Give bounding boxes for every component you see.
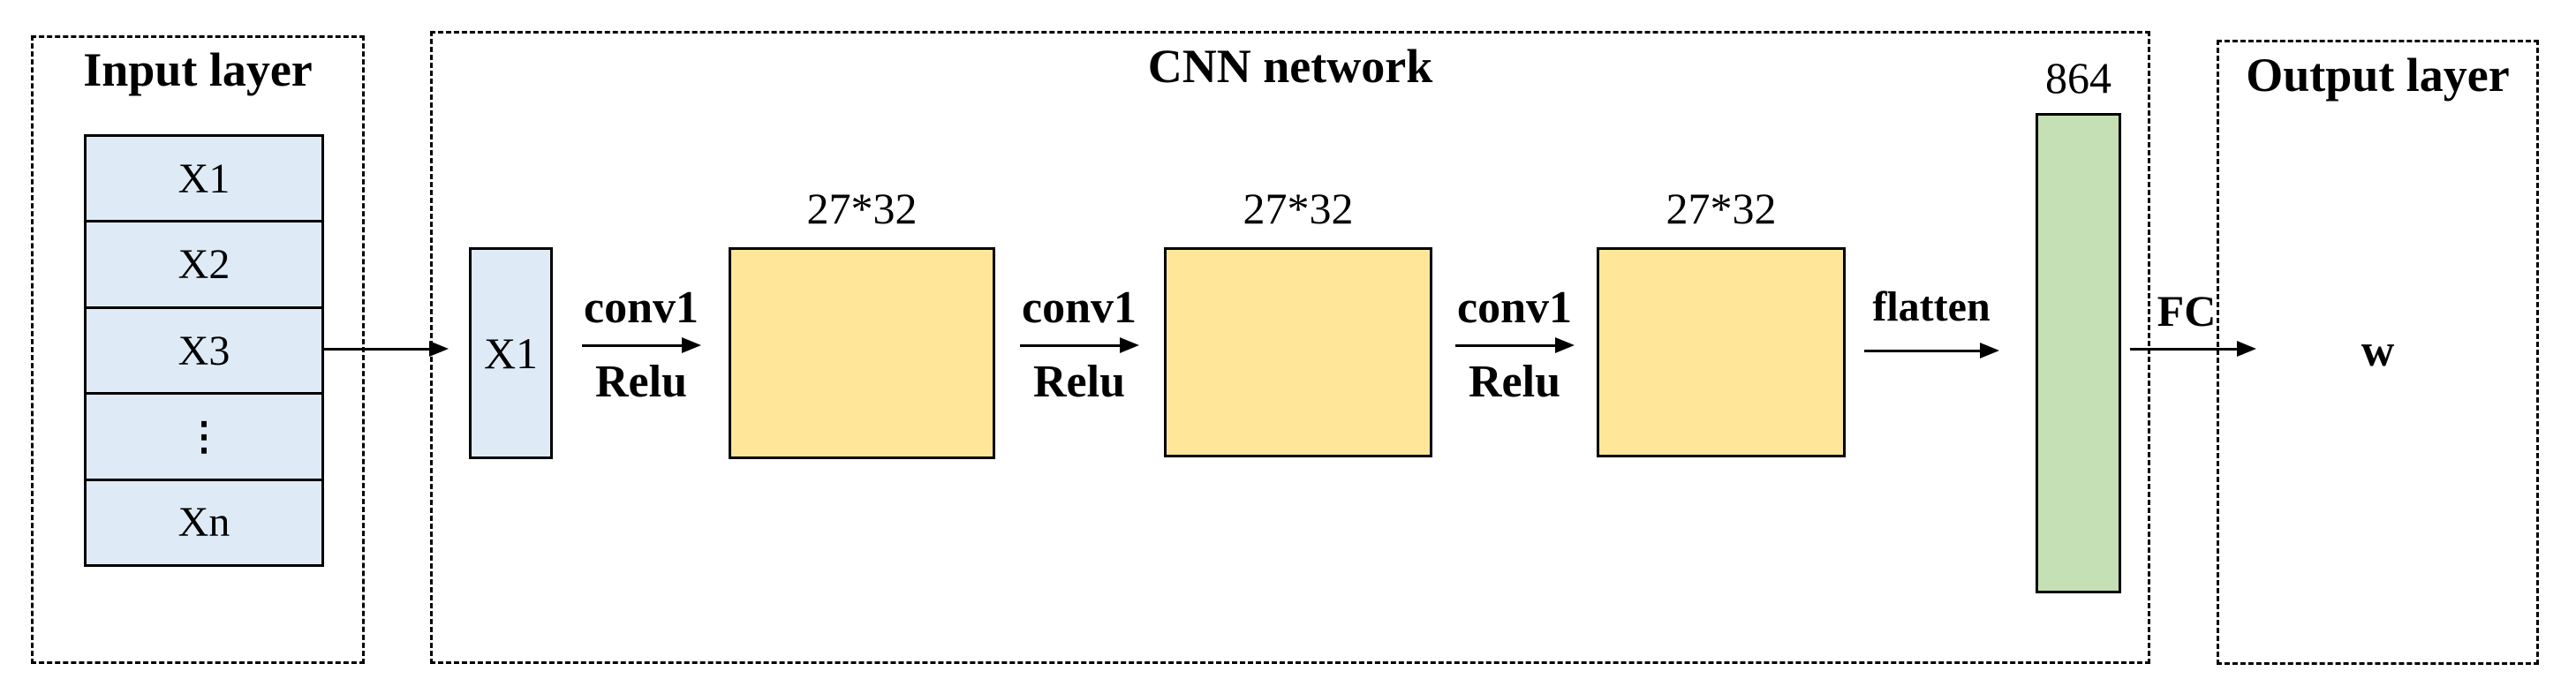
arrow-shaft: [1019, 343, 1120, 347]
arrow-shaft: [324, 347, 429, 351]
arrow-shaft: [1863, 349, 1980, 352]
arrow-head-icon: [429, 341, 449, 357]
input-cell-xn: Xn: [178, 499, 230, 547]
conv-step-3: conv1 Relu: [1444, 284, 1585, 406]
feature-map-2-block: [1164, 247, 1432, 457]
conv1-arrow: [1454, 337, 1575, 353]
input-cell-ellipsis: ⋮: [87, 395, 321, 481]
flat-vector-size-label: 864: [2045, 53, 2111, 102]
input-layer-title: Input layer: [83, 43, 313, 96]
feature-map-1-size-label: 27*32: [806, 184, 918, 233]
conv1-arrow: [1019, 337, 1139, 353]
flatten-arrow: [1863, 343, 1999, 358]
flatten-step: flatten: [1856, 284, 2006, 358]
conv1-op-label: conv1: [1022, 283, 1137, 333]
feature-map-1-block: [729, 247, 995, 459]
arrow-head-icon: [1554, 337, 1575, 353]
fc-arrow: [2130, 341, 2256, 357]
arrow-shaft: [2130, 347, 2237, 351]
arrow-head-icon: [681, 337, 701, 353]
arrow-head-icon: [2237, 341, 2256, 357]
relu-label: Relu: [1033, 357, 1125, 407]
fc-label: FC: [2157, 286, 2217, 336]
cnn-network-title: CNN network: [1147, 40, 1433, 93]
input-feature-block: X1: [469, 247, 553, 459]
conv-step-2: conv1 Relu: [1008, 284, 1150, 406]
arrow-shaft: [1454, 343, 1555, 347]
input-cell-x2: X2: [87, 223, 321, 309]
relu-label: Relu: [595, 357, 687, 407]
flatten-label: flatten: [1872, 283, 1991, 330]
relu-label: Relu: [1469, 357, 1560, 407]
feature-map-3-block: [1597, 247, 1846, 457]
output-value-label: w: [2361, 326, 2395, 376]
arrow-head-icon: [1119, 337, 1139, 353]
input-feature-label: X1: [483, 328, 539, 378]
feature-map-3-size-label: 27*32: [1666, 184, 1777, 233]
output-layer-title: Output layer: [2246, 49, 2510, 102]
input-vector-table: X1 X2 X3 ⋮ Xn: [84, 134, 324, 567]
input-cell-x3: X3: [87, 309, 321, 396]
output-layer-box: [2217, 40, 2539, 665]
flat-vector-block: [2036, 113, 2121, 593]
arrow-shaft: [581, 343, 682, 347]
input-to-cnn-arrow: [324, 341, 449, 357]
feature-map-2-size-label: 27*32: [1243, 184, 1354, 233]
input-cell-x1: X1: [87, 137, 321, 223]
arrow-head-icon: [1979, 343, 1999, 358]
conv1-op-label: conv1: [1457, 283, 1572, 333]
conv1-arrow: [581, 337, 701, 353]
conv1-op-label: conv1: [584, 283, 699, 333]
conv-step-1: conv1 Relu: [570, 284, 712, 406]
